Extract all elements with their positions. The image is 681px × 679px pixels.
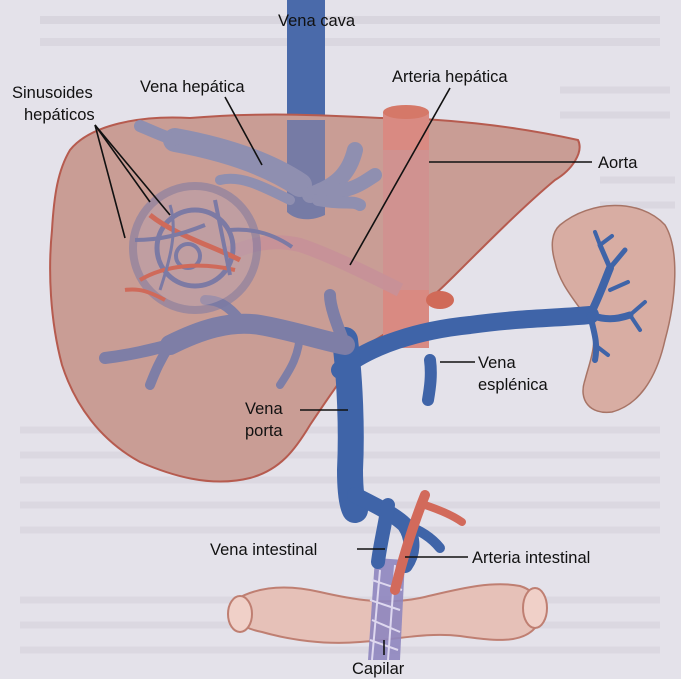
label-aorta: Aorta [598,154,638,172]
label-arteria-intestinal: Arteria intestinal [472,549,590,567]
label-sinusoides-line2: hepáticos [24,106,95,124]
label-arteria-hepatica: Arteria hepática [392,68,508,86]
intestine-end-right [523,588,547,628]
label-sinusoides-line1: Sinusoides [12,84,93,102]
label-vena-esplenica-line2: esplénica [478,376,549,394]
label-vena-porta-line2: porta [245,422,283,440]
label-vena-cava: Vena cava [278,12,356,30]
intestine-end-left [228,596,252,632]
celiac-branch [426,291,454,309]
label-capilar: Capilar [352,660,405,678]
label-vena-hepatica: Vena hepática [140,78,245,96]
label-vena-porta-line1: Vena [245,400,283,418]
label-vena-intestinal: Vena intestinal [210,541,317,559]
aorta-top [383,105,429,119]
label-vena-esplenica-line1: Vena [478,354,516,372]
aorta-overlay [383,150,429,290]
